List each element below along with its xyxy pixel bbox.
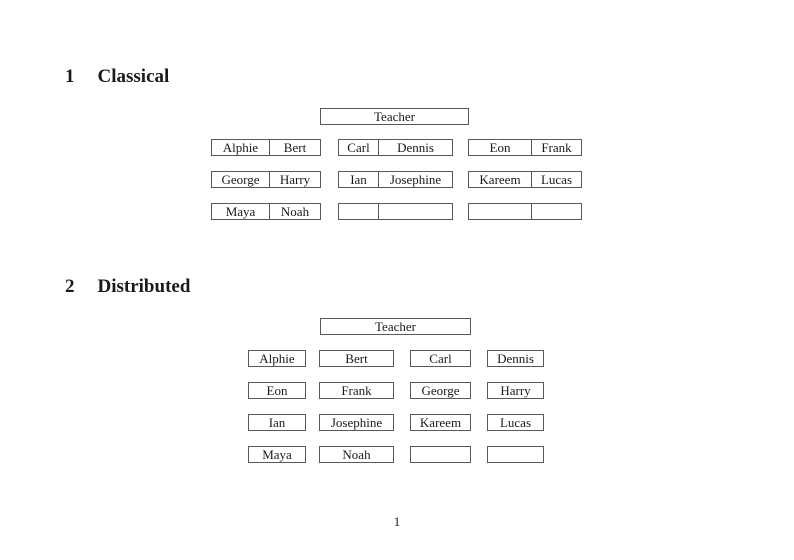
seat-box: Frank	[319, 382, 394, 399]
seat-cell: Ian	[339, 172, 379, 187]
desk-pair: Alphie Bert	[211, 139, 321, 156]
seat-cell: Carl	[339, 140, 379, 155]
seat-cell: George	[212, 172, 270, 187]
seat-box-empty	[487, 446, 544, 463]
seat-cell	[379, 204, 452, 219]
desk-pair: Eon Frank	[468, 139, 582, 156]
seat-cell: Lucas	[540, 172, 573, 187]
seat-cell: Bert	[283, 140, 307, 155]
teacher-box: Teacher	[320, 108, 469, 125]
seat-cell: Josephine	[389, 172, 442, 187]
seat-box: Kareem	[410, 414, 471, 431]
desk-pair: Maya Noah	[211, 203, 321, 220]
seat-box: Harry	[487, 382, 544, 399]
seat-box: Eon	[248, 382, 306, 399]
seat-cell	[469, 204, 532, 219]
seat-box: Lucas	[487, 414, 544, 431]
seat-cell: Alphie	[212, 140, 270, 155]
desk-pair-empty	[338, 203, 453, 220]
section-title: Classical	[97, 66, 170, 87]
seat-box: Bert	[319, 350, 394, 367]
page-number: 1	[393, 514, 401, 529]
seat-cell: Maya	[212, 204, 270, 219]
seat-cell: Kareem	[469, 172, 532, 187]
seat-cell	[532, 204, 581, 219]
seat-box: Alphie	[248, 350, 306, 367]
seat-cell: Harry	[279, 172, 311, 187]
section-heading-classical: 1 Classical	[65, 67, 169, 86]
desk-pair: George Harry	[211, 171, 321, 188]
desk-pair: Ian Josephine	[338, 171, 453, 188]
seat-box: Noah	[319, 446, 394, 463]
desk-pair: Kareem Lucas	[468, 171, 582, 188]
seat-box-empty	[410, 446, 471, 463]
seat-cell: Noah	[280, 204, 310, 219]
seat-cell: Dennis	[397, 140, 434, 155]
desk-pair: Carl Dennis	[338, 139, 453, 156]
seat-cell: Frank	[541, 140, 572, 155]
seat-box: Ian	[248, 414, 306, 431]
seat-cell: Eon	[469, 140, 532, 155]
seat-box: Carl	[410, 350, 471, 367]
seat-box: Maya	[248, 446, 306, 463]
seat-box: Josephine	[319, 414, 394, 431]
section-number: 2	[65, 276, 75, 297]
seat-cell	[339, 204, 379, 219]
teacher-box: Teacher	[320, 318, 471, 335]
section-heading-distributed: 2 Distributed	[65, 277, 190, 296]
section-number: 1	[65, 66, 75, 87]
seat-box: Dennis	[487, 350, 544, 367]
desk-pair-empty	[468, 203, 582, 220]
seat-box: George	[410, 382, 471, 399]
section-title: Distributed	[97, 276, 191, 297]
